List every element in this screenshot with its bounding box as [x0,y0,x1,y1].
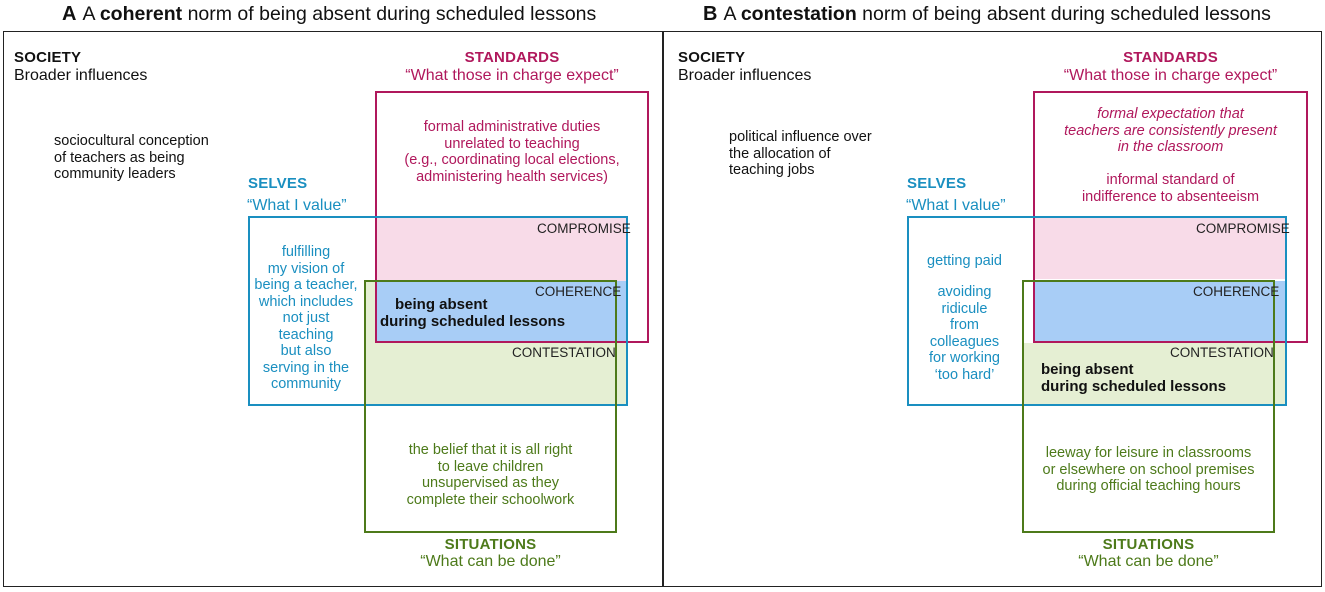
panel-a-title-post: norm of being absent during scheduled le… [182,3,597,25]
coherence-label: COHERENCE [535,284,622,299]
selves-box [907,216,1287,406]
situations-heading: SITUATIONS [1102,536,1195,553]
standards-line: (e.g., coordinating local elections, [404,152,620,168]
selves-text-paid: getting paid [927,253,1002,269]
selves-line: but also [280,343,332,359]
selves-line: from [950,317,979,333]
panel-b-title-post: norm of being absent during scheduled le… [856,3,1271,25]
situations-line: to leave children [437,458,544,475]
contestation-label: CONTESTATION [1170,345,1274,360]
norm-text: being absent during scheduled lessons [1041,361,1226,395]
panel-a-title-pre: A [82,3,100,25]
situations-box [364,280,617,533]
situations-subtitle: “What can be done” [420,553,561,570]
standards-line: administering health services) [416,168,608,185]
society-heading: SOCIETY [678,49,746,66]
selves-line: ‘too hard’ [934,366,995,383]
panel-b-title-bold: contestation [740,3,857,25]
situations-line: leeway for leisure in classrooms [1045,445,1252,461]
standards-text: formal administrative duties unrelated t… [375,119,649,185]
society-text: sociocultural conception of teachers as … [54,133,209,183]
society-line: teaching jobs [729,162,815,178]
norm-line: during scheduled lessons [1041,378,1227,395]
selves-line: not just [282,310,330,326]
coherence-label: COHERENCE [1193,284,1280,299]
situations-line: unsupervised as they [421,475,560,491]
selves-line: teaching [278,326,334,343]
situations-subtitle: “What can be done” [1078,553,1219,570]
selves-subtitle: “What I value” [906,197,1006,214]
standards-line: unrelated to teaching [444,135,580,152]
standards-heading: STANDARDS [1123,49,1218,66]
compromise-label: COMPROMISE [1196,221,1290,236]
contestation-region [1023,343,1285,404]
panel-b: SOCIETY Broader influences political inf… [663,31,1322,587]
standards-subtitle: “What those in charge expect” [405,67,619,84]
standards-italic-line: in the classroom [1117,139,1224,155]
standards-line: formal administrative duties [423,119,601,135]
selves-line: my vision of [267,260,345,277]
selves-line: colleagues [929,333,1000,350]
situations-heading: SITUATIONS [444,536,537,553]
standards-text: informal standard of indifference to abs… [1033,172,1308,205]
society-text: political influence over the allocation … [729,129,872,179]
standards-line: indifference to absenteeism [1081,188,1260,205]
society-line: sociocultural conception [54,133,209,149]
situations-line: the belief that it is all right [408,442,573,458]
coherence-region [376,281,627,343]
panel-a-letter: A [62,3,77,25]
norm-text: being absent during scheduled lessons [380,296,565,330]
selves-line: being a teacher, [254,277,358,293]
society-subtitle: Broader influences [678,67,812,84]
situations-line: during official teaching hours [1056,478,1241,494]
selves-subtitle: “What I value” [247,197,347,214]
situations-line: complete their schoolwork [406,491,575,508]
standards-italic-text: formal expectation that teachers are con… [1033,106,1308,156]
society-line: community leaders [54,166,176,182]
standards-italic-line: teachers are consistently present [1064,122,1277,139]
situations-text: leeway for leisure in classrooms or else… [1022,445,1275,495]
situations-line: or elsewhere on school premises [1042,461,1255,478]
situations-text: the belief that it is all right to leave… [364,442,617,508]
society-line: the allocation of [729,145,831,162]
panel-b-letter: B [703,3,718,25]
selves-line: community [270,376,342,392]
contestation-label: CONTESTATION [512,345,616,360]
society-line: of teachers as being [54,149,185,166]
situations-box [1022,280,1275,533]
selves-line: for working [929,350,1000,366]
compromise-label: COMPROMISE [537,221,631,236]
standards-subtitle: “What those in charge expect” [1063,67,1278,84]
panel-a-title-bold: coherent [99,3,183,25]
norm-line: during scheduled lessons [380,313,566,330]
standards-italic-line: formal expectation that [1097,106,1244,122]
panel-a: SOCIETY Broader influences sociocultural… [3,31,663,587]
selves-text: fulfilling my vision of being a teacher,… [248,244,364,393]
compromise-region [1034,217,1285,279]
standards-heading: STANDARDS [464,49,560,66]
selves-line: which includes [258,293,354,310]
selves-line: avoiding [937,284,992,300]
selves-line: fulfilling [281,244,331,260]
society-heading: SOCIETY [14,49,82,66]
selves-line: ridicule [941,300,988,317]
selves-heading: SELVES [907,175,967,192]
selves-box [248,216,628,406]
selves-line: serving in the [262,359,350,376]
norm-line: being absent [395,296,488,313]
selves-heading: SELVES [248,175,308,192]
selves-text: avoiding ridicule from colleagues for wo… [907,284,1022,383]
panel-b-title-pre: A [723,3,741,25]
society-subtitle: Broader influences [14,67,148,84]
coherence-region [1034,281,1285,343]
standards-line: informal standard of [1106,172,1235,188]
norm-line: being absent [1041,361,1134,378]
society-line: political influence over [729,129,872,145]
